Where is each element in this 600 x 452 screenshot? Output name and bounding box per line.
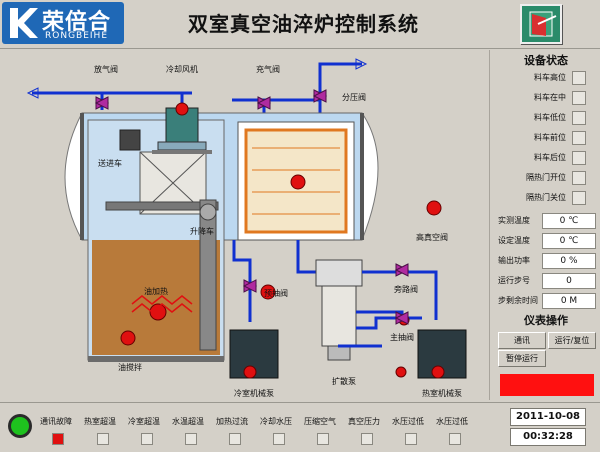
date-display: 2011-10-08 — [510, 408, 586, 426]
alarm-label: 加热过流 — [216, 417, 248, 426]
process-diagram: 放气阀 冷却风机 充气阀 分压阀 送进车 升降车 高真空阀 油加热 油搅拌 预抽… — [2, 50, 486, 400]
alarm-indicator — [97, 433, 109, 445]
value-display: 0 % — [542, 253, 596, 269]
alarm-label: 压缩空气 — [304, 417, 336, 426]
diffusion-pump-label: 扩散泵 — [332, 377, 356, 386]
status-indicator — [572, 171, 586, 185]
status-label: 料车低位 — [534, 113, 566, 122]
status-indicator — [572, 91, 586, 105]
logo-text-en: RONGBEIHE — [45, 31, 109, 41]
status-label: 料车后位 — [534, 153, 566, 162]
stirrer-label: 油搅拌 — [118, 363, 142, 372]
value-display: 0 ℃ — [542, 213, 596, 229]
status-indicator — [572, 71, 586, 85]
split-valve-label: 分压阀 — [342, 93, 366, 102]
alarm-label: 水压过低 — [392, 417, 424, 426]
pause-button[interactable]: 暂停运行 — [498, 350, 546, 367]
status-label: 料车前位 — [534, 133, 566, 142]
alarm-label: 冷却水压 — [260, 417, 292, 426]
comm-button[interactable]: 通讯 — [498, 332, 546, 349]
status-label: 隔热门关位 — [526, 193, 566, 202]
hot-pump-label: 热室机械泵 — [422, 389, 462, 398]
elevator-label: 升降车 — [190, 227, 214, 236]
status-indicator — [572, 191, 586, 205]
value-label: 步剩余时间 — [498, 296, 538, 305]
exit-button[interactable] — [520, 4, 562, 44]
status-row: 料车在中 — [490, 90, 600, 106]
alarm-indicator — [273, 433, 285, 445]
status-indicator — [572, 151, 586, 165]
alarm-indicator — [449, 433, 461, 445]
cooling-fan-label: 冷却风机 — [166, 65, 198, 74]
status-row: 料车低位 — [490, 110, 600, 126]
alarm-indicator — [317, 433, 329, 445]
status-indicator — [572, 131, 586, 145]
alarm-label: 冷室超温 — [128, 417, 160, 426]
header: 荣倍合 RONGBEIHE 双室真空油淬炉控制系统 — [0, 0, 600, 49]
alarm-indicator — [500, 374, 594, 396]
ops-title: 仪表操作 — [524, 314, 568, 327]
status-label: 料车在中 — [534, 93, 566, 102]
alarm-label: 水压过低 — [436, 417, 468, 426]
value-label: 运行步号 — [498, 276, 530, 285]
run-reset-button[interactable]: 运行/复位 — [548, 332, 596, 349]
bypass-valve-label: 旁路阀 — [394, 285, 418, 294]
pre-pump-valve-label: 预抽阀 — [264, 289, 288, 298]
alarm-light-icon — [8, 414, 32, 438]
alarm-label: 通讯故障 — [40, 417, 72, 426]
main-valve-label: 主抽阀 — [390, 333, 414, 342]
status-row: 料车前位 — [490, 130, 600, 146]
value-display: 0 — [542, 273, 596, 289]
status-panel: 设备状态 料车高位 料车在中 料车低位 料车前位 料车后位 隔热门开位 隔热门关… — [489, 50, 600, 400]
oil-heater-label: 油加热 — [144, 287, 168, 296]
cold-pump-label: 冷室机械泵 — [234, 389, 274, 398]
alarm-bar: 通讯故障 热室超温 冷室超温 水温超温 加热过流 冷却水压 压缩空气 真空压力 … — [0, 402, 600, 452]
status-label: 料车高位 — [534, 73, 566, 82]
value-row: 运行步号 0 — [490, 272, 600, 290]
release-valve-label: 放气阀 — [94, 65, 118, 74]
status-row: 隔热门开位 — [490, 170, 600, 186]
status-row: 料车后位 — [490, 150, 600, 166]
status-indicator — [572, 111, 586, 125]
alarm-label: 热室超温 — [84, 417, 116, 426]
logo-k-icon — [10, 8, 38, 38]
alarm-indicator — [405, 433, 417, 445]
alarm-indicator — [141, 433, 153, 445]
alarm-indicator-active — [52, 433, 64, 445]
alarm-indicator — [229, 433, 241, 445]
value-row: 实测温度 0 ℃ — [490, 212, 600, 230]
alarm-indicator — [185, 433, 197, 445]
value-row: 步剩余时间 0 M — [490, 292, 600, 310]
alarm-label: 真空压力 — [348, 417, 380, 426]
status-title: 设备状态 — [524, 54, 568, 67]
furnace-schematic — [26, 58, 467, 379]
company-logo: 荣倍合 RONGBEIHE — [2, 2, 124, 44]
high-vac-valve-label: 高真空阀 — [416, 233, 448, 242]
alarm-indicator — [361, 433, 373, 445]
alarm-label: 水温超温 — [172, 417, 204, 426]
value-label: 输出功率 — [498, 256, 530, 265]
status-row: 隔热门关位 — [490, 190, 600, 206]
exit-door-icon — [529, 11, 557, 37]
time-display: 00:32:28 — [510, 428, 586, 446]
transfer-cart-label: 送进车 — [98, 159, 122, 168]
value-row: 设定温度 0 ℃ — [490, 232, 600, 250]
value-display: 0 M — [542, 293, 596, 309]
inflate-valve-label: 充气阀 — [256, 65, 280, 74]
logo-text-cn: 荣倍合 — [42, 10, 112, 35]
value-row: 输出功率 0 % — [490, 252, 600, 270]
value-label: 设定温度 — [498, 236, 530, 245]
value-label: 实测温度 — [498, 216, 530, 225]
status-label: 隔热门开位 — [526, 173, 566, 182]
status-row: 料车高位 — [490, 70, 600, 86]
value-display: 0 ℃ — [542, 233, 596, 249]
page-title: 双室真空油淬炉控制系统 — [188, 12, 419, 36]
